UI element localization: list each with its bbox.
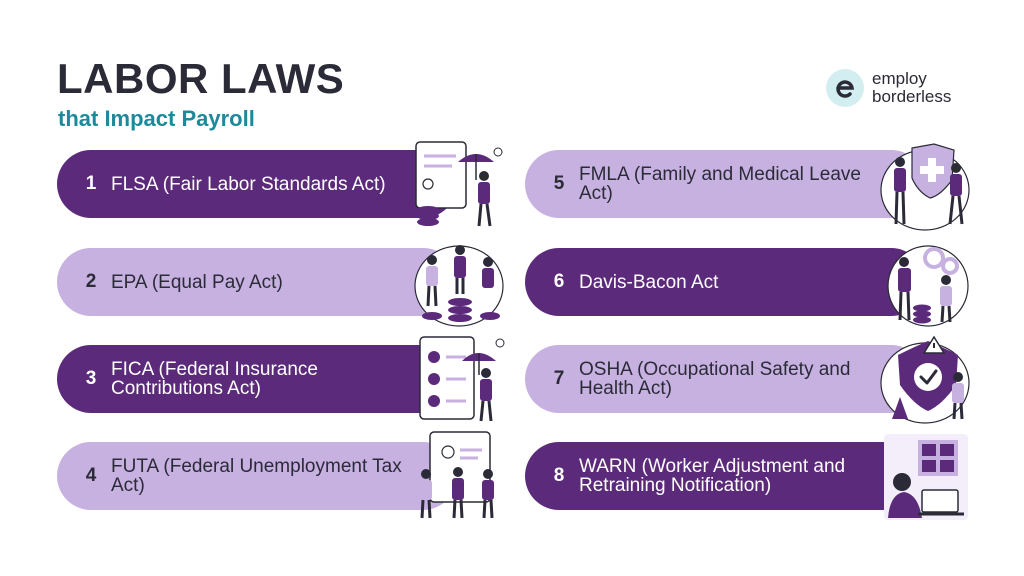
coins-gears-icon <box>878 236 972 328</box>
law-row-1: 1 FLSA (Fair Labor Standards Act) <box>57 150 457 218</box>
safety-shield-icon <box>878 333 972 425</box>
law-label: WARN (Worker Adjustment and Retraining N… <box>579 456 846 496</box>
e-logo-icon <box>826 69 864 107</box>
law-row-2: 2 EPA (Equal Pay Act) <box>57 248 457 316</box>
law-number: 6 <box>553 271 565 292</box>
law-number: 1 <box>85 173 97 194</box>
brand-line-1: employ <box>872 69 927 88</box>
insurance-umbrella-icon <box>412 333 506 425</box>
brand-line-2: borderless <box>872 87 952 106</box>
law-number: 5 <box>553 173 565 194</box>
page-subtitle: that Impact Payroll <box>58 106 255 131</box>
law-row-5: 5 FMLA (Family and Medical Leave Act) <box>525 150 925 218</box>
law-label: Davis-Bacon Act <box>579 271 719 293</box>
law-label: FUTA (Federal Unemployment Tax Act) <box>111 456 402 496</box>
law-number: 2 <box>85 271 97 292</box>
law-number: 7 <box>553 368 565 389</box>
team-clipboard-icon <box>412 430 506 522</box>
law-row-7: 7 OSHA (Occupational Safety and Health A… <box>525 345 925 413</box>
law-number: 3 <box>85 368 97 389</box>
law-row-8: 8 WARN (Worker Adjustment and Retraining… <box>525 442 925 510</box>
law-label: FLSA (Fair Labor Standards Act) <box>111 173 386 195</box>
law-row-3: 3 FICA (Federal Insurance Contributions … <box>57 345 457 413</box>
law-row-4: 4 FUTA (Federal Unemployment Tax Act) <box>57 442 457 510</box>
law-label: EPA (Equal Pay Act) <box>111 271 283 293</box>
worker-laptop-icon <box>878 430 972 522</box>
law-label: FICA (Federal Insurance Contributions Ac… <box>111 359 318 399</box>
brand-name: employ borderless <box>872 70 951 106</box>
law-label: FMLA (Family and Medical Leave Act) <box>579 164 861 204</box>
law-number: 4 <box>85 465 97 486</box>
medical-shield-icon <box>878 140 972 232</box>
page-title: LABOR LAWS <box>57 55 345 102</box>
law-number: 8 <box>553 465 565 486</box>
law-row-6: 6 Davis-Bacon Act <box>525 248 925 316</box>
brand-logo: employ borderless <box>826 68 951 108</box>
people-coins-icon <box>412 236 506 328</box>
law-label: OSHA (Occupational Safety and Health Act… <box>579 359 851 399</box>
umbrella-money-icon <box>412 140 506 232</box>
